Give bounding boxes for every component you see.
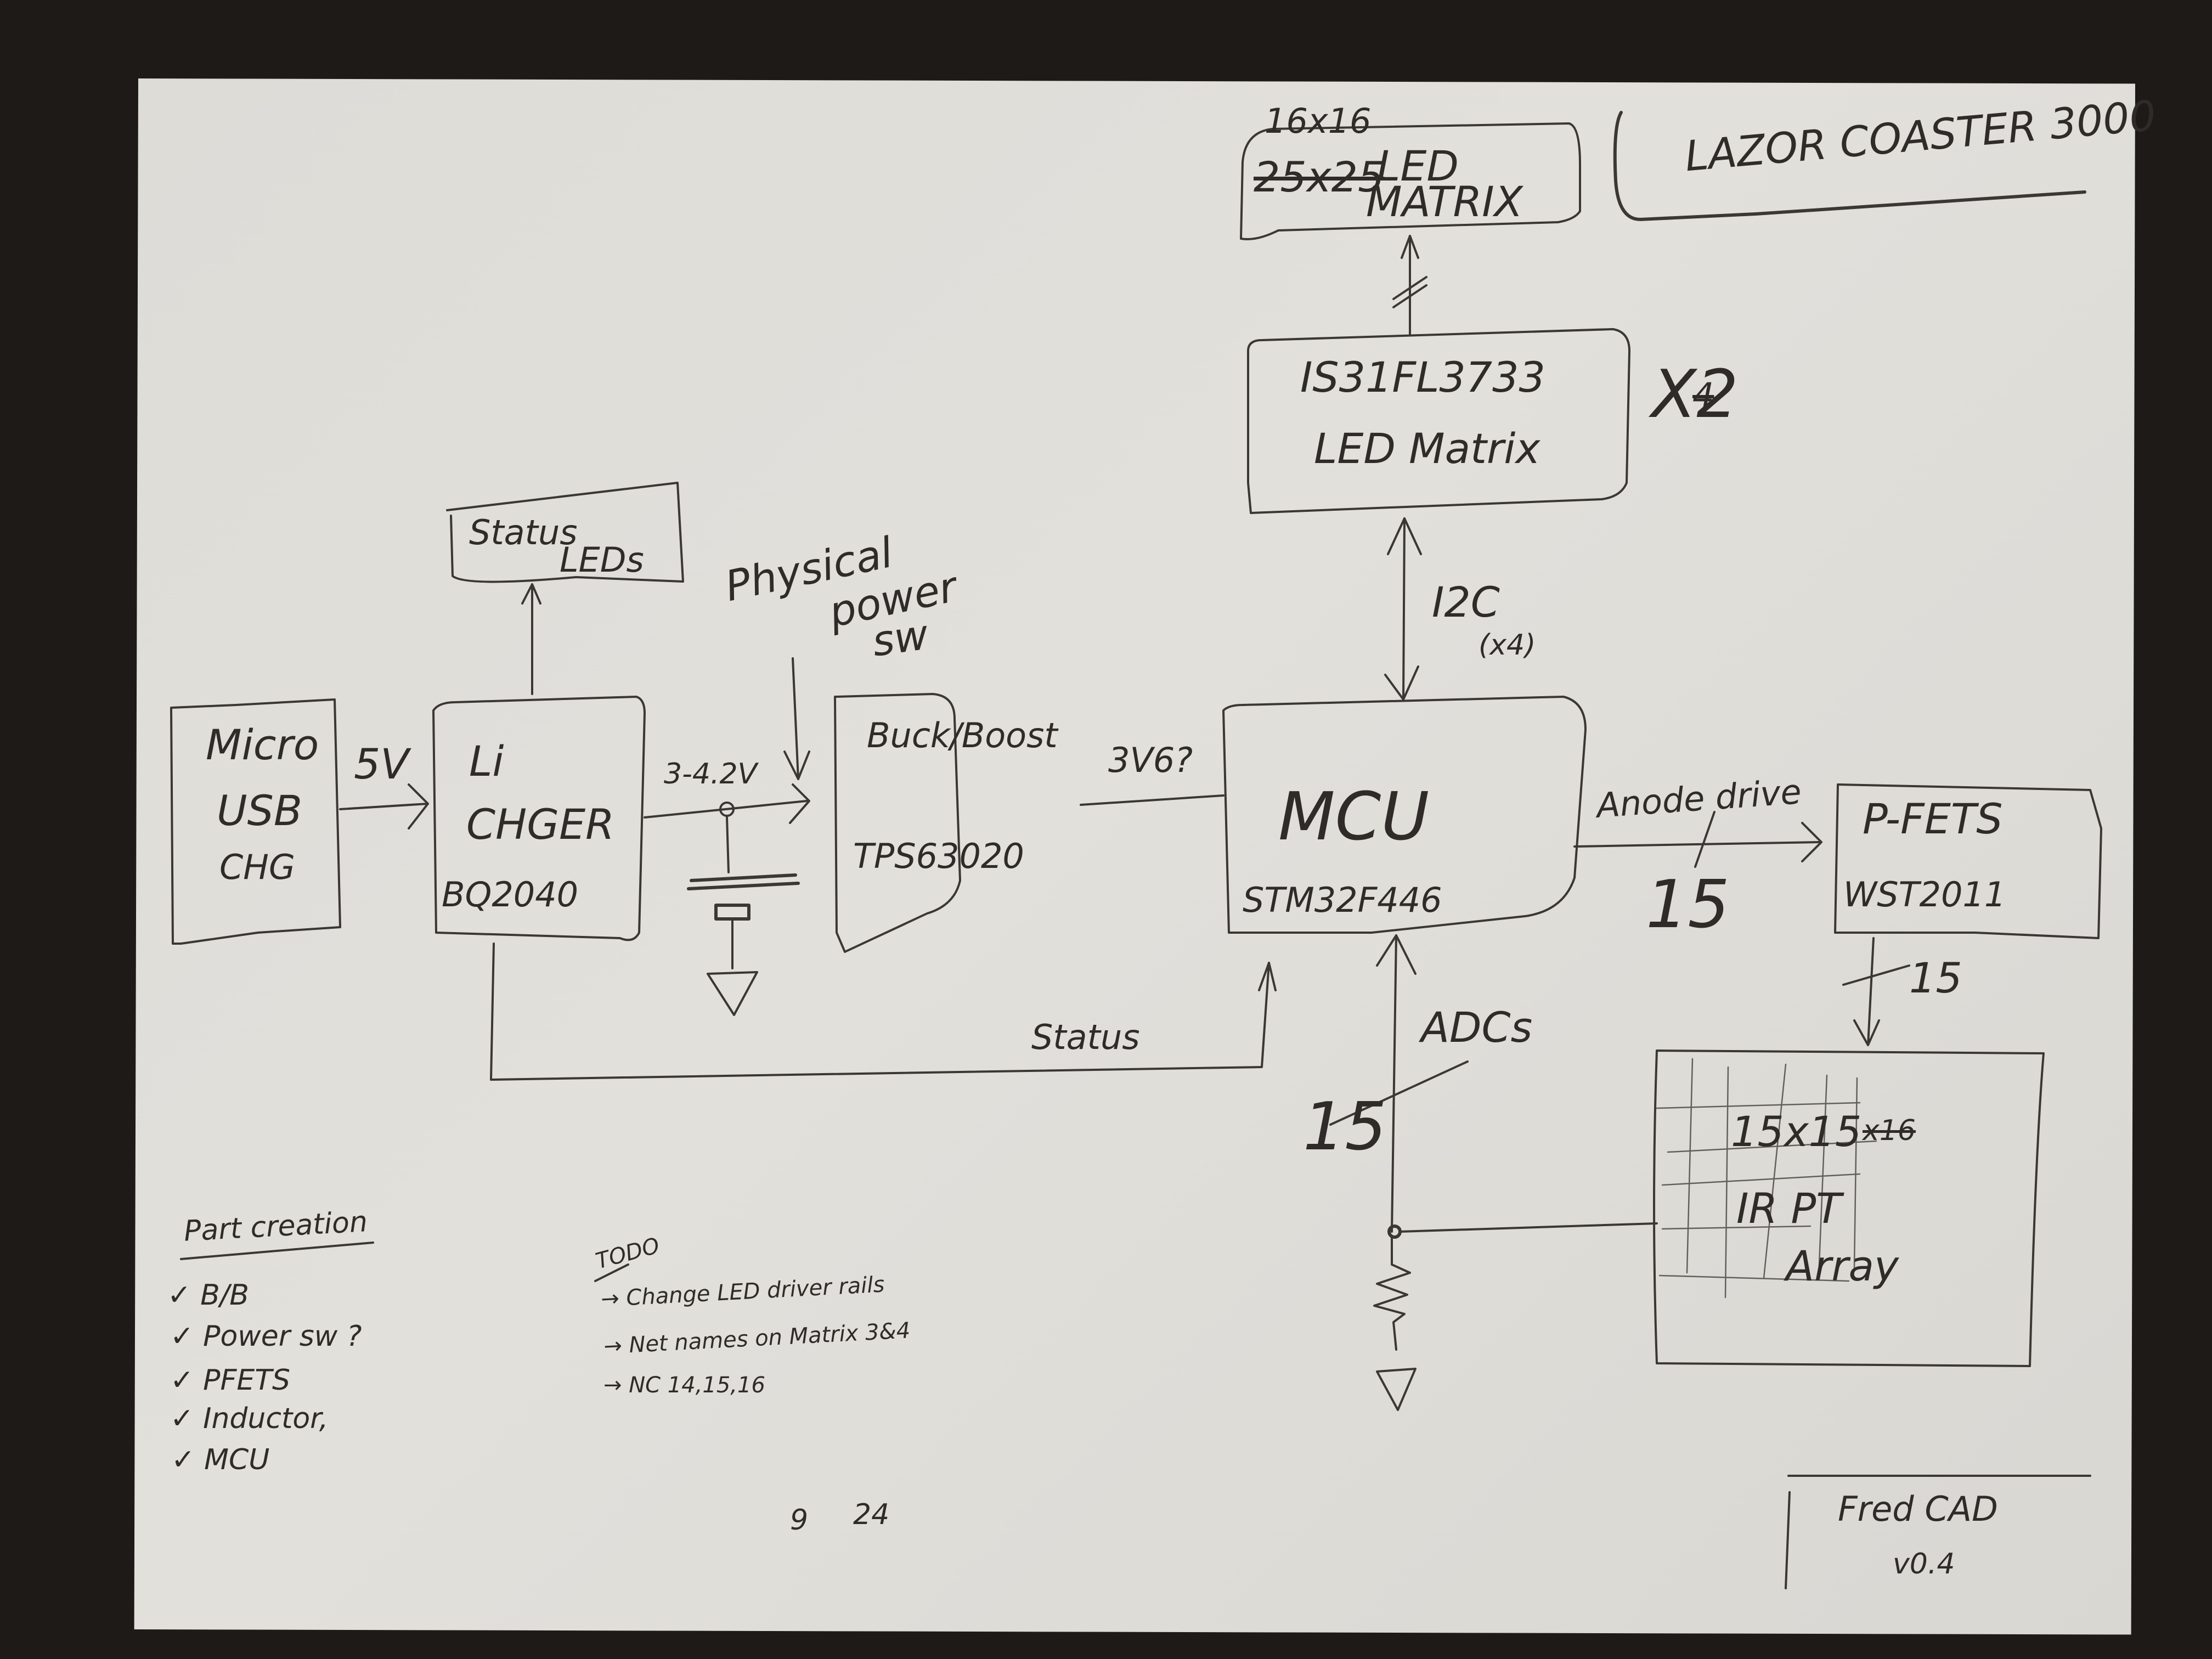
adc-label: ADCs bbox=[1421, 1003, 1533, 1052]
ir-array-struck-text: x16 bbox=[1863, 1114, 1916, 1147]
adc-line bbox=[1391, 934, 1397, 1233]
pfet-bus-slash bbox=[1842, 964, 1910, 986]
check-icon: ✓ bbox=[170, 1320, 194, 1353]
led-matrix-struck-size: 25x25 bbox=[1254, 153, 1385, 201]
led-matrix-display-box bbox=[1240, 122, 1581, 240]
status-leds-box bbox=[446, 482, 684, 583]
status-leds-line2: LEDs bbox=[560, 540, 644, 580]
anode-drive-line bbox=[1573, 822, 1822, 862]
battery-rail-arrow bbox=[789, 783, 810, 824]
status-return-arrow bbox=[1258, 962, 1277, 991]
ir-array-grid bbox=[1656, 1058, 1877, 1299]
adc-junction bbox=[1387, 1224, 1402, 1239]
battery-rail-line bbox=[644, 800, 808, 819]
status-return-label: Status bbox=[1031, 1017, 1140, 1057]
i2c-label: I2C bbox=[1432, 578, 1500, 627]
pfet-bus-line bbox=[1853, 937, 1880, 1046]
led-driver-box bbox=[1247, 328, 1630, 514]
mcu-box bbox=[1222, 696, 1587, 934]
ir-array-box bbox=[1653, 1049, 2045, 1367]
charger-box bbox=[432, 696, 646, 941]
check-icon: ✓ bbox=[171, 1443, 195, 1476]
buck-boost-part: TPS63020 bbox=[853, 836, 1024, 876]
part-creation-item: ✓ B/B bbox=[167, 1279, 249, 1312]
adc-arrow bbox=[1376, 934, 1417, 975]
usb-line3: CHG bbox=[219, 847, 295, 887]
pfets-box bbox=[1834, 783, 2102, 939]
5v-label: 5V bbox=[354, 740, 409, 788]
charger-part: BQ2040 bbox=[442, 874, 579, 915]
led-matrix-line2: MATRIX bbox=[1366, 177, 1523, 226]
battery-cell bbox=[714, 904, 751, 921]
i2c-count: (x4) bbox=[1479, 629, 1536, 662]
power-switch-label-3: sw bbox=[869, 610, 932, 666]
todo-underline bbox=[594, 1263, 629, 1282]
status-leds-arrow bbox=[521, 583, 541, 695]
buck-boost-box bbox=[834, 693, 961, 953]
usb-line2: USB bbox=[217, 786, 303, 835]
version-label: v0.4 bbox=[1893, 1548, 1955, 1581]
title-block-frame bbox=[1613, 111, 2086, 221]
led-driver-multiplier: X2 bbox=[1651, 357, 1739, 433]
pfets-label: P-FETS bbox=[1863, 794, 2003, 843]
ir-array-line1: IR PT bbox=[1736, 1184, 1842, 1233]
part-creation-item: ✓ Inductor, bbox=[170, 1402, 329, 1435]
status-leds-line1: Status bbox=[469, 512, 578, 552]
led-matrix-line1: LED bbox=[1377, 142, 1459, 190]
battery-junction bbox=[719, 802, 735, 817]
battery-symbol bbox=[687, 873, 800, 890]
date-month: 9 bbox=[790, 1504, 809, 1537]
adc-bus-slash bbox=[1329, 1060, 1469, 1126]
footer-title-frame bbox=[1785, 1475, 2091, 1589]
adc-to-array-line bbox=[1399, 1222, 1658, 1233]
i2c-arrow-up bbox=[1387, 517, 1422, 555]
date-day: 24 bbox=[853, 1498, 890, 1531]
buck-boost-label: Buck/Boost bbox=[867, 715, 1058, 755]
part-creation-item: ✓ MCU bbox=[171, 1443, 270, 1476]
ir-array-size: 15x15 bbox=[1731, 1107, 1862, 1156]
resistor-icon bbox=[1373, 1236, 1411, 1351]
5v-arrow bbox=[339, 783, 429, 830]
part-creation-item: ✓ Power sw ? bbox=[170, 1320, 362, 1353]
charger-line2: CHGER bbox=[466, 800, 614, 849]
check-icon: ✓ bbox=[167, 1279, 191, 1312]
check-icon: ✓ bbox=[170, 1402, 194, 1435]
status-return-line bbox=[490, 943, 1270, 1081]
led-driver-label: LED Matrix bbox=[1314, 424, 1541, 473]
battery-rail-label: 3-4.2V bbox=[664, 758, 758, 791]
part-creation-underline bbox=[180, 1242, 374, 1260]
usb-box bbox=[170, 698, 341, 945]
part-creation-item: ✓ PFETS bbox=[170, 1364, 291, 1397]
anode-bus-slash bbox=[1694, 811, 1716, 868]
power-switch-arrow bbox=[783, 657, 810, 780]
matrix-bus-slash bbox=[1392, 276, 1427, 308]
i2c-line bbox=[1402, 517, 1406, 701]
led-driver-part: IS31FL3733 bbox=[1300, 353, 1545, 402]
led-matrix-size: 16x16 bbox=[1265, 101, 1372, 141]
todo-item: → NC 14,15,16 bbox=[603, 1373, 765, 1398]
matrix-bus-arrow bbox=[1401, 235, 1419, 259]
charger-line1: Li bbox=[469, 737, 504, 786]
ir-array-line2: Array bbox=[1786, 1242, 1899, 1290]
battery-tap bbox=[726, 816, 730, 873]
battery-ground-icon bbox=[707, 971, 758, 1016]
pfets-part: WST2011 bbox=[1843, 874, 2006, 915]
pfet-bus-width: 15 bbox=[1909, 953, 1962, 1002]
led-driver-struck-multiplier: 4 bbox=[1692, 375, 1714, 415]
cad-tool-name: Fred CAD bbox=[1838, 1489, 1998, 1529]
mcu-label: MCU bbox=[1278, 779, 1430, 855]
usb-line1: Micro bbox=[206, 720, 319, 769]
anode-bus-width: 15 bbox=[1646, 867, 1730, 943]
3v6-label: 3V6? bbox=[1108, 740, 1193, 780]
check-icon: ✓ bbox=[170, 1364, 194, 1397]
ground-icon bbox=[1376, 1368, 1417, 1411]
i2c-arrow-down bbox=[1384, 665, 1419, 701]
3v6-line bbox=[1080, 794, 1224, 806]
adc-bus-width: 15 bbox=[1303, 1089, 1387, 1165]
mcu-part: STM32F446 bbox=[1243, 880, 1442, 920]
